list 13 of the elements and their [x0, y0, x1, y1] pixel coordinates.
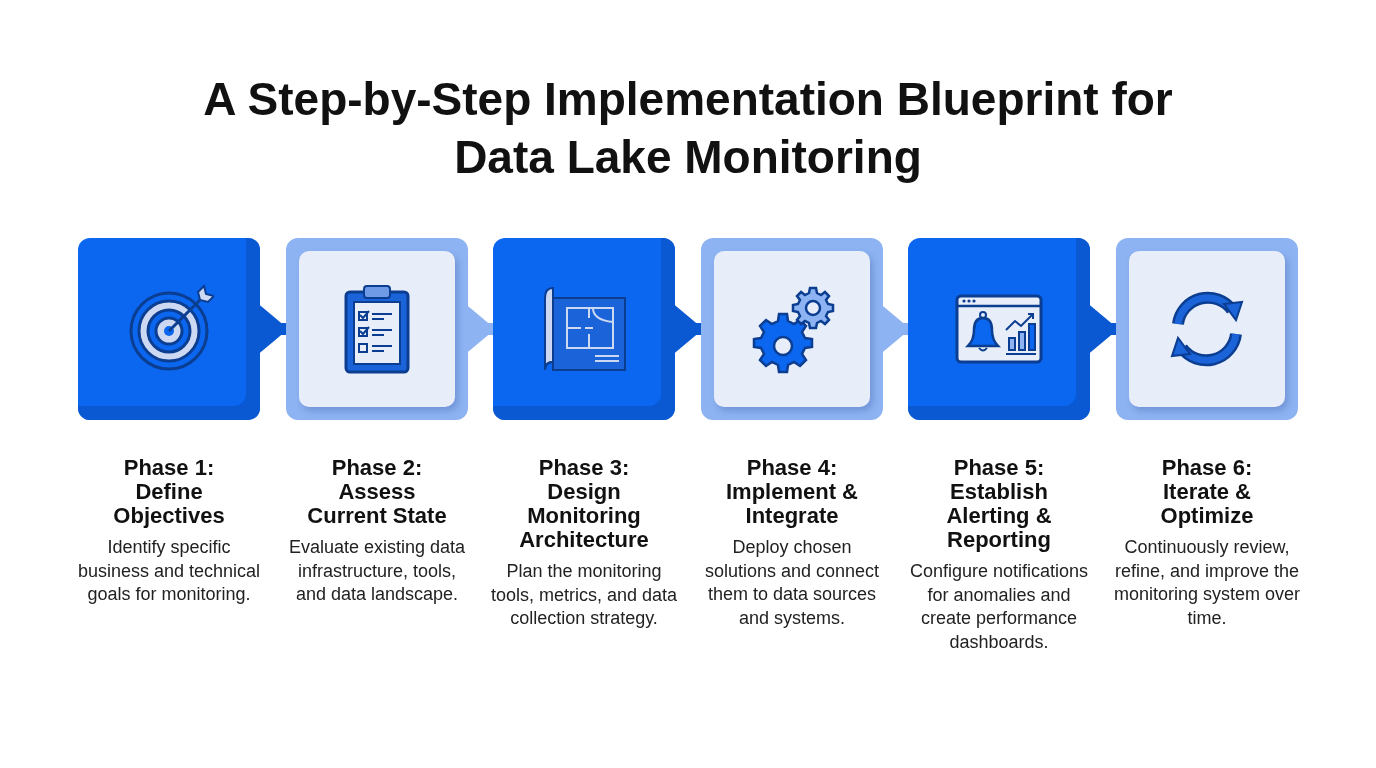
phase-description: Continuously review, refine, and improve the monitoring system over time. [1112, 536, 1302, 630]
phase-heading: Phase 5: Establish Alerting & Reporting [945, 456, 1053, 552]
phase-heading: Phase 4: Implement & Integrate [725, 456, 859, 528]
phase-description: Deploy chosen solutions and connect them to data sources and systems. [703, 536, 881, 630]
phase-description: Configure notifications for anomalies and create performance dashboards. [908, 560, 1090, 654]
phase-heading: Phase 1: Define Objectives [112, 456, 226, 528]
title: A Step-by-Step Implementation Blueprint for Data Lake Monitoring [202, 72, 1174, 185]
phase-description: Evaluate existing data infrastructure, tools, and data landscape. [287, 536, 467, 606]
phase-description: Identify specific business and technical goals for monitoring. [76, 536, 262, 606]
phase-heading: Phase 6: Iterate & Optimize [1159, 456, 1255, 528]
phase-heading: Phase 2: Assess Current State [306, 456, 448, 528]
phase-description: Plan the monitoring tools, metrics, and data collection strategy. [489, 560, 679, 630]
phase-heading: Phase 3: Design Monitoring Architecture [518, 456, 650, 552]
